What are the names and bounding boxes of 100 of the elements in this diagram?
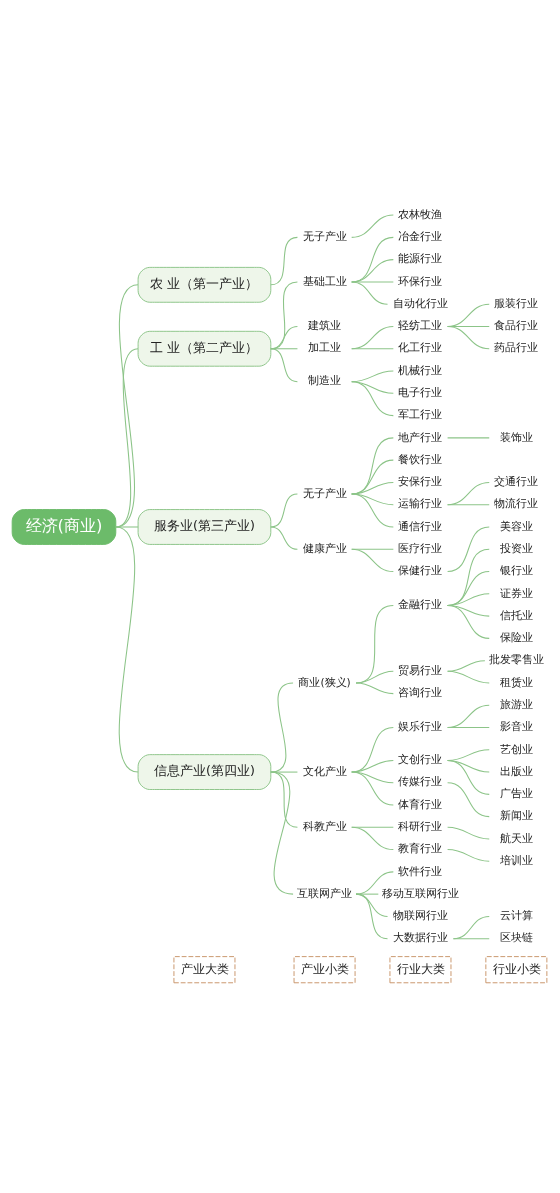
connector — [447, 759, 490, 795]
node-text: 物流行业 — [494, 497, 539, 511]
node-text: 咨询行业 — [398, 686, 443, 700]
node-text: 轻纺工业 — [398, 319, 443, 333]
connector — [351, 214, 394, 238]
connector — [355, 682, 394, 695]
node-text: 交通行业 — [494, 475, 539, 489]
node-box: 经济(商业) — [11, 509, 117, 545]
connector — [447, 670, 490, 684]
connector — [351, 348, 394, 350]
connector — [351, 281, 389, 305]
node-text: 大数据行业 — [392, 931, 448, 945]
node-text: 装饰业 — [499, 430, 533, 444]
node-text: 娱乐行业 — [398, 720, 443, 734]
node-text: 体育行业 — [398, 797, 443, 811]
node-text: 农林牧渔 — [398, 207, 443, 221]
connector — [452, 915, 490, 940]
node-text: 移动互联网行业 — [381, 886, 459, 900]
node-text: 保险业 — [499, 631, 533, 645]
connector — [351, 381, 394, 417]
connector — [355, 893, 389, 940]
node-text: 食品行业 — [494, 319, 539, 333]
node-text: 药品行业 — [494, 341, 539, 355]
connector — [351, 727, 394, 773]
node-text: 环保行业 — [398, 274, 443, 288]
connector — [351, 481, 394, 495]
node-text: 制造业 — [308, 374, 342, 388]
node-text: 文化产业 — [302, 764, 347, 778]
node-text: 贸易行业 — [398, 664, 443, 678]
node-text: 互联网产业 — [297, 886, 353, 900]
connector — [351, 548, 394, 573]
node-text: 艺创业 — [499, 742, 533, 756]
connector — [447, 727, 490, 729]
connector — [355, 871, 394, 895]
connector — [447, 660, 486, 672]
node-text: 新闻业 — [499, 809, 533, 823]
node-text: 出版业 — [499, 764, 533, 778]
node-text: 科研行业 — [398, 820, 443, 833]
connector — [447, 526, 490, 573]
connector — [270, 771, 298, 828]
connector — [351, 325, 394, 350]
connector — [270, 348, 298, 383]
connector — [447, 604, 490, 639]
connector — [270, 493, 298, 528]
connector — [447, 481, 490, 506]
node-text: 广告业 — [499, 787, 533, 801]
connector — [447, 548, 490, 606]
node-text: 军工行业 — [398, 408, 443, 422]
connector — [115, 526, 139, 528]
connector — [452, 938, 490, 940]
node-text: 冶金行业 — [398, 230, 443, 244]
label: 产业小类 — [301, 962, 350, 977]
node-text: 租赁业 — [499, 675, 533, 689]
node-text: 健康产业 — [302, 541, 347, 555]
connector — [351, 826, 394, 851]
connector — [115, 348, 139, 528]
connector — [270, 771, 294, 895]
connector — [447, 704, 490, 729]
connector — [447, 325, 490, 350]
connector — [355, 893, 389, 917]
connector — [447, 504, 490, 506]
label: 产业大类 — [181, 962, 230, 977]
connector — [270, 236, 298, 286]
node-text: 服装行业 — [494, 296, 539, 310]
connector — [351, 759, 394, 773]
node-text: 电子行业 — [398, 386, 443, 400]
node-text: 地产行业 — [398, 430, 443, 444]
node-text: 云计算 — [499, 909, 533, 923]
node-text: 科教产业 — [302, 820, 347, 833]
node-text: 文创行业 — [398, 753, 443, 767]
label: 行业小类 — [493, 962, 542, 977]
node-text: 通信行业 — [398, 519, 443, 533]
node-text: 商业(狭义) — [298, 675, 351, 689]
node-text: 加工业 — [308, 341, 342, 355]
node-text: 证券业 — [499, 586, 533, 600]
connector — [351, 437, 394, 495]
connector — [270, 526, 298, 550]
node-text: 能源行业 — [398, 252, 443, 266]
node-text: 培训业 — [499, 853, 533, 867]
node-text: 医疗行业 — [398, 541, 443, 555]
connector — [115, 284, 139, 528]
node-text: 影音业 — [499, 720, 533, 734]
node-text: 软件行业 — [398, 864, 443, 878]
node-text: 安保行业 — [398, 475, 443, 489]
node-text: 建筑业 — [308, 319, 342, 333]
node-box: 农 业（第一产业） — [137, 266, 272, 303]
node-text: 传媒行业 — [398, 775, 443, 789]
connector — [355, 893, 379, 895]
connector — [447, 826, 490, 840]
node-text: 运输行业 — [398, 497, 443, 511]
node-text: 银行业 — [499, 564, 533, 578]
connector — [351, 493, 394, 528]
connector — [115, 526, 139, 773]
connector — [447, 437, 490, 439]
node-text: 自动化行业 — [392, 296, 448, 310]
connector — [447, 849, 490, 862]
node-text: 旅游业 — [499, 697, 533, 711]
node-text: 区块链 — [499, 931, 533, 945]
node-text: 保健行业 — [398, 564, 443, 578]
node-text: 物联网行业 — [392, 909, 448, 923]
